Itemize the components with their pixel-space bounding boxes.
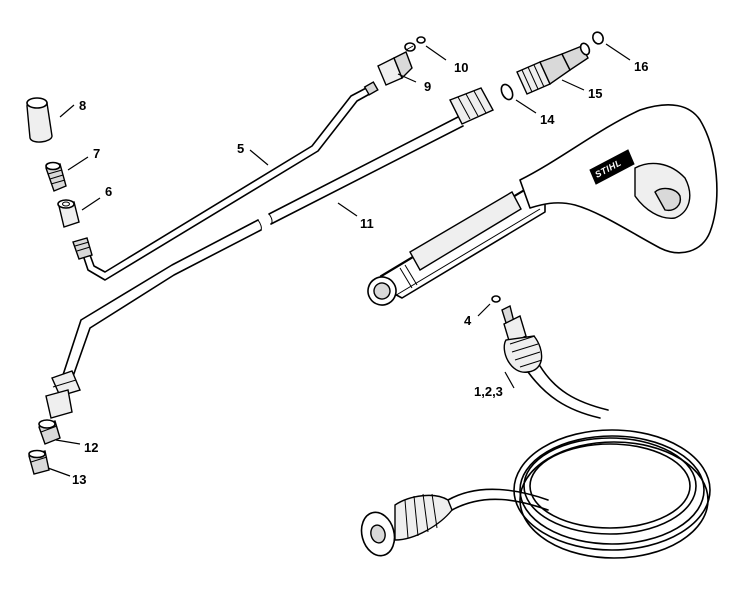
label-part-11: 11 [360, 216, 374, 231]
part-14-o-ring [500, 83, 514, 101]
label-part-9: 9 [424, 79, 431, 94]
label-part-15: 15 [588, 86, 602, 101]
part-7-nozzle-insert [45, 161, 67, 192]
part-1-2-3-hose [360, 304, 711, 559]
label-part-10: 10 [454, 60, 468, 75]
part-9-adapter [377, 42, 416, 86]
label-part-14: 14 [540, 112, 555, 127]
label-part-13: 13 [72, 472, 86, 487]
spray-gun: STIHL [367, 104, 718, 306]
part-8-nozzle-cap [26, 97, 53, 143]
part-15-quick-coupler [516, 42, 591, 95]
part-10-o-ring [416, 36, 426, 44]
leader-lines [47, 43, 631, 477]
part-13-nozzle [28, 449, 50, 475]
part-16-o-ring [592, 31, 604, 45]
part-4-o-ring [491, 295, 501, 303]
label-part-16: 16 [634, 59, 648, 74]
part-5-short-lance [72, 81, 379, 281]
label-part-7: 7 [93, 146, 100, 161]
part-labels: 8 7 6 5 11 9 10 14 15 16 12 13 4 1,2,3 [72, 59, 648, 487]
label-part-12: 12 [84, 440, 98, 455]
label-part-8: 8 [79, 98, 86, 113]
label-part-5: 5 [237, 141, 244, 156]
part-12-nut [38, 419, 61, 445]
part-11-long-lance [45, 87, 494, 419]
label-part-1-2-3: 1,2,3 [474, 384, 503, 399]
label-part-6: 6 [105, 184, 112, 199]
part-6-nut [57, 199, 80, 228]
label-part-4: 4 [464, 313, 472, 328]
